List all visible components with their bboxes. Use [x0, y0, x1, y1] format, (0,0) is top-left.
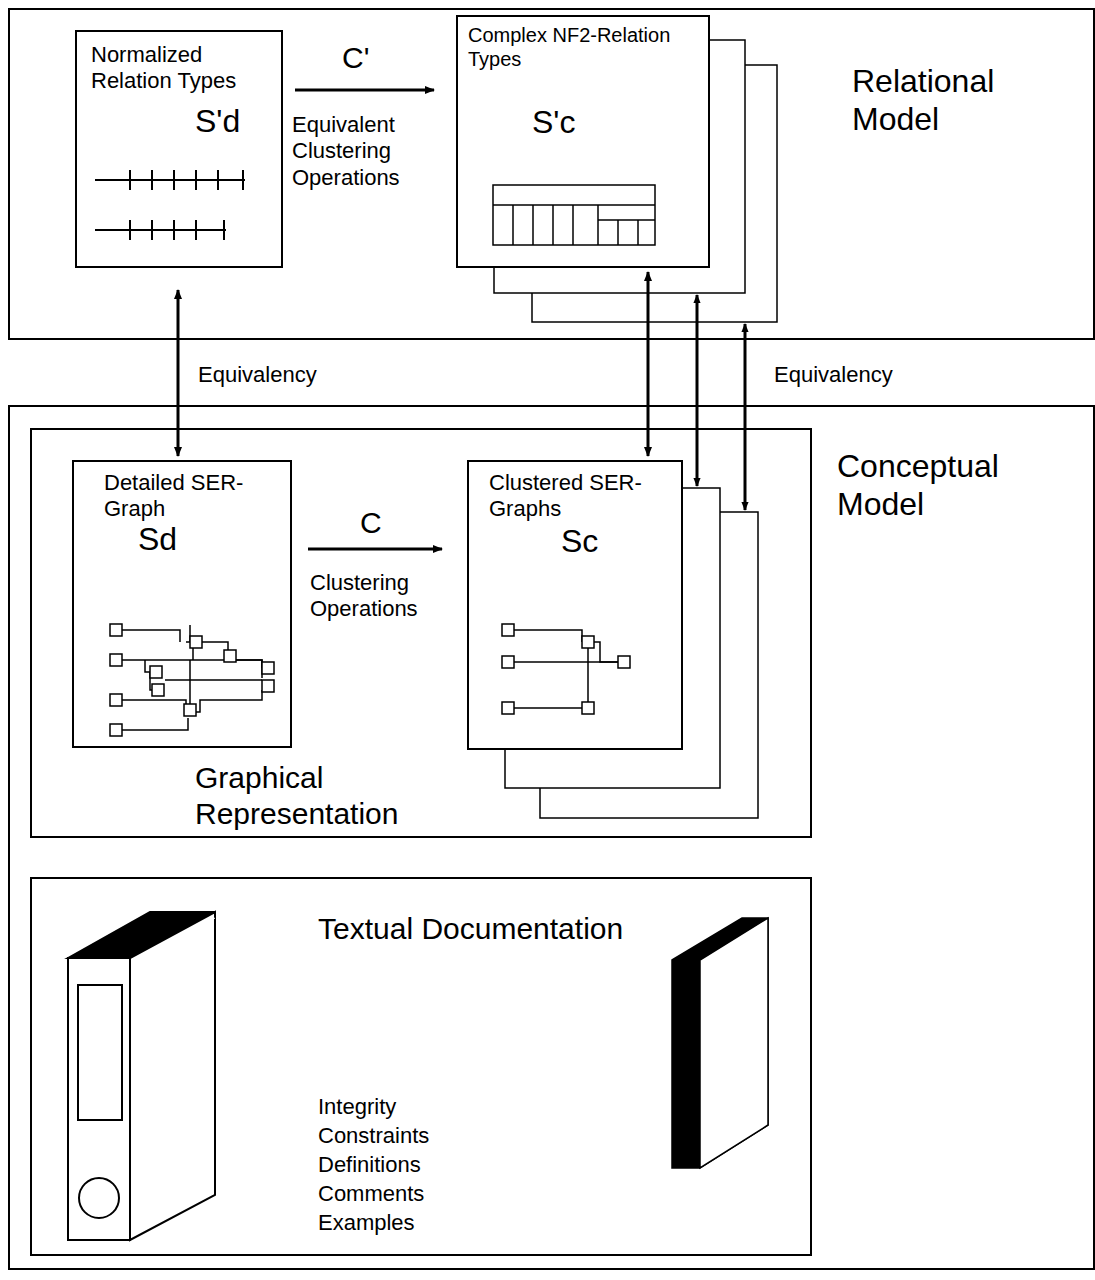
list-item: Definitions [318, 1150, 518, 1179]
list-item: Comments [318, 1179, 518, 1208]
model-band: Conceptual ModelGraphical Representation… [8, 405, 1095, 1270]
ser-graph-clustered [502, 624, 630, 714]
clustering-arrow [295, 89, 434, 92]
schema-symbol: S'c [532, 103, 622, 141]
operation-note: Clustering Operations [308, 570, 462, 623]
relation-stack: Complex NF2-Relation TypesS'c [456, 15, 710, 268]
relation-box: Normalized Relation TypesS'd [75, 30, 283, 268]
equivalency-arrow [744, 324, 747, 510]
sheet-stack [672, 918, 768, 1168]
box-title: Complex NF2-Relation Types [468, 23, 704, 71]
page-fill [456, 15, 710, 268]
graphics-panel: Graphical Representation Detailed SER-Gra… [30, 428, 812, 838]
band-title: Relational Model [852, 62, 1072, 139]
schema-symbol: S'd [195, 102, 275, 140]
page-fill [467, 460, 683, 750]
clustering-arrow [308, 548, 442, 551]
equivalency-arrow [696, 295, 699, 486]
panel-title: Graphical Representation [195, 760, 495, 832]
schema-symbol: Sd [138, 520, 218, 558]
edge-label: Equivalency [772, 362, 895, 388]
model-band: Relational Model Normalized Relation Type… [8, 8, 1095, 340]
box-title: Clustered SER-Graphs [489, 470, 674, 523]
edge-label: Equivalency [196, 362, 319, 388]
relation-lines [95, 170, 245, 240]
edge-label: C [358, 505, 384, 541]
operation-note: Equivalent Clustering Operations [290, 112, 444, 191]
nf2-table [493, 185, 655, 245]
graph-box: Detailed SER-GraphSd [72, 460, 292, 748]
schema-symbol: Sc [561, 522, 641, 560]
box-title: Normalized Relation Types [91, 42, 241, 95]
list-item: Integrity Constraints [318, 1092, 468, 1150]
binder [68, 912, 215, 1240]
band-title: Conceptual Model [837, 447, 1067, 524]
ser-graph-detailed [110, 624, 274, 736]
equivalency-arrow [177, 290, 180, 456]
list-item: Examples [318, 1208, 518, 1237]
box-title: Detailed SER-Graph [104, 470, 284, 523]
graph-stack: Clustered SER-GraphsSc [467, 460, 683, 750]
edge-label: C' [340, 40, 371, 76]
documentation-panel: Textual DocumentationIntegrity Constrain… [30, 877, 812, 1256]
panel-title: Textual Documentation [318, 911, 638, 947]
